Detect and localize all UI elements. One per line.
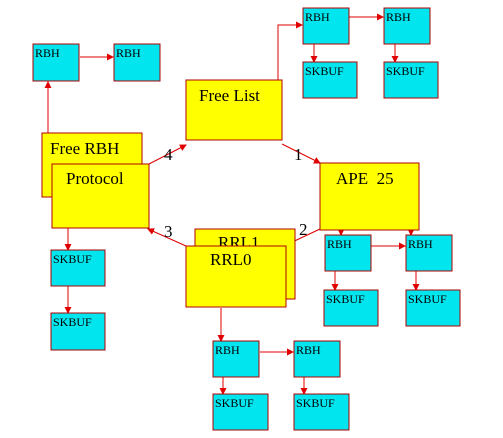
free-list-label: Free List	[199, 86, 260, 105]
arrow-protocol-to-freelist	[148, 144, 187, 165]
skbuf-box-t1	[302, 61, 358, 99]
edge-label-4: 4	[164, 145, 173, 164]
rbh-box-r2	[405, 234, 453, 272]
rrl0-label: RRL0	[210, 250, 252, 269]
skbuf-label-b2: SKBUF	[296, 396, 335, 410]
rbh-box-tl2	[113, 43, 161, 82]
free-list-node: Free List	[185, 79, 283, 141]
skbuf-box-b2	[293, 393, 350, 431]
skbuf-box-r1	[323, 289, 379, 327]
skbuf-label-l1: SKBUF	[53, 252, 92, 266]
rbh-label-tl2: RBH	[116, 46, 141, 60]
skbuf-box-l1	[50, 249, 106, 287]
skbuf-label-b1: SKBUF	[215, 396, 254, 410]
skbuf-label-l2: SKBUF	[53, 315, 92, 329]
skbuf-label-t1: SKBUF	[305, 64, 344, 78]
rbh-box-t2	[383, 7, 431, 45]
rbh-label-r2: RBH	[408, 237, 433, 251]
skbuf-label-r2: SKBUF	[408, 292, 447, 306]
arrow-freelist-to-rbh	[277, 21, 303, 100]
rrl0-node: RRL0	[185, 245, 287, 308]
skbuf-label-t2: SKBUF	[386, 64, 425, 78]
rbh-box-r1	[324, 234, 372, 272]
rbh-box-b1	[212, 340, 260, 378]
rbh-box-b2	[293, 340, 341, 378]
rbh-label-t2: RBH	[386, 10, 411, 24]
skbuf-box-r2	[405, 289, 461, 327]
ape-node: APE 25	[319, 162, 420, 231]
skbuf-box-t2	[383, 61, 439, 99]
rbh-label-tl1: RBH	[35, 46, 60, 60]
rbh-box-tl1	[32, 43, 80, 82]
arrow-rrl-to-protocol	[147, 228, 187, 247]
skbuf-box-b1	[212, 393, 269, 431]
ape-label: APE 25	[336, 169, 394, 188]
rbh-label-b1: RBH	[215, 343, 240, 357]
free-rbh-label: Free RBH	[50, 139, 119, 158]
edge-label-1: 1	[294, 145, 303, 164]
protocol-label: Protocol	[66, 169, 124, 188]
skbuf-label-r1: SKBUF	[326, 292, 365, 306]
rbh-label-b2: RBH	[296, 343, 321, 357]
skbuf-box-l2	[50, 312, 106, 351]
edge-label-3: 3	[164, 222, 173, 241]
edge-label-2: 2	[299, 220, 308, 239]
rbh-label-t1: RBH	[305, 10, 330, 24]
arrow-freelist-to-ape	[281, 143, 321, 164]
rbh-box-t1	[302, 7, 350, 45]
protocol-node: Protocol	[51, 163, 150, 229]
rbh-label-r1: RBH	[327, 237, 352, 251]
